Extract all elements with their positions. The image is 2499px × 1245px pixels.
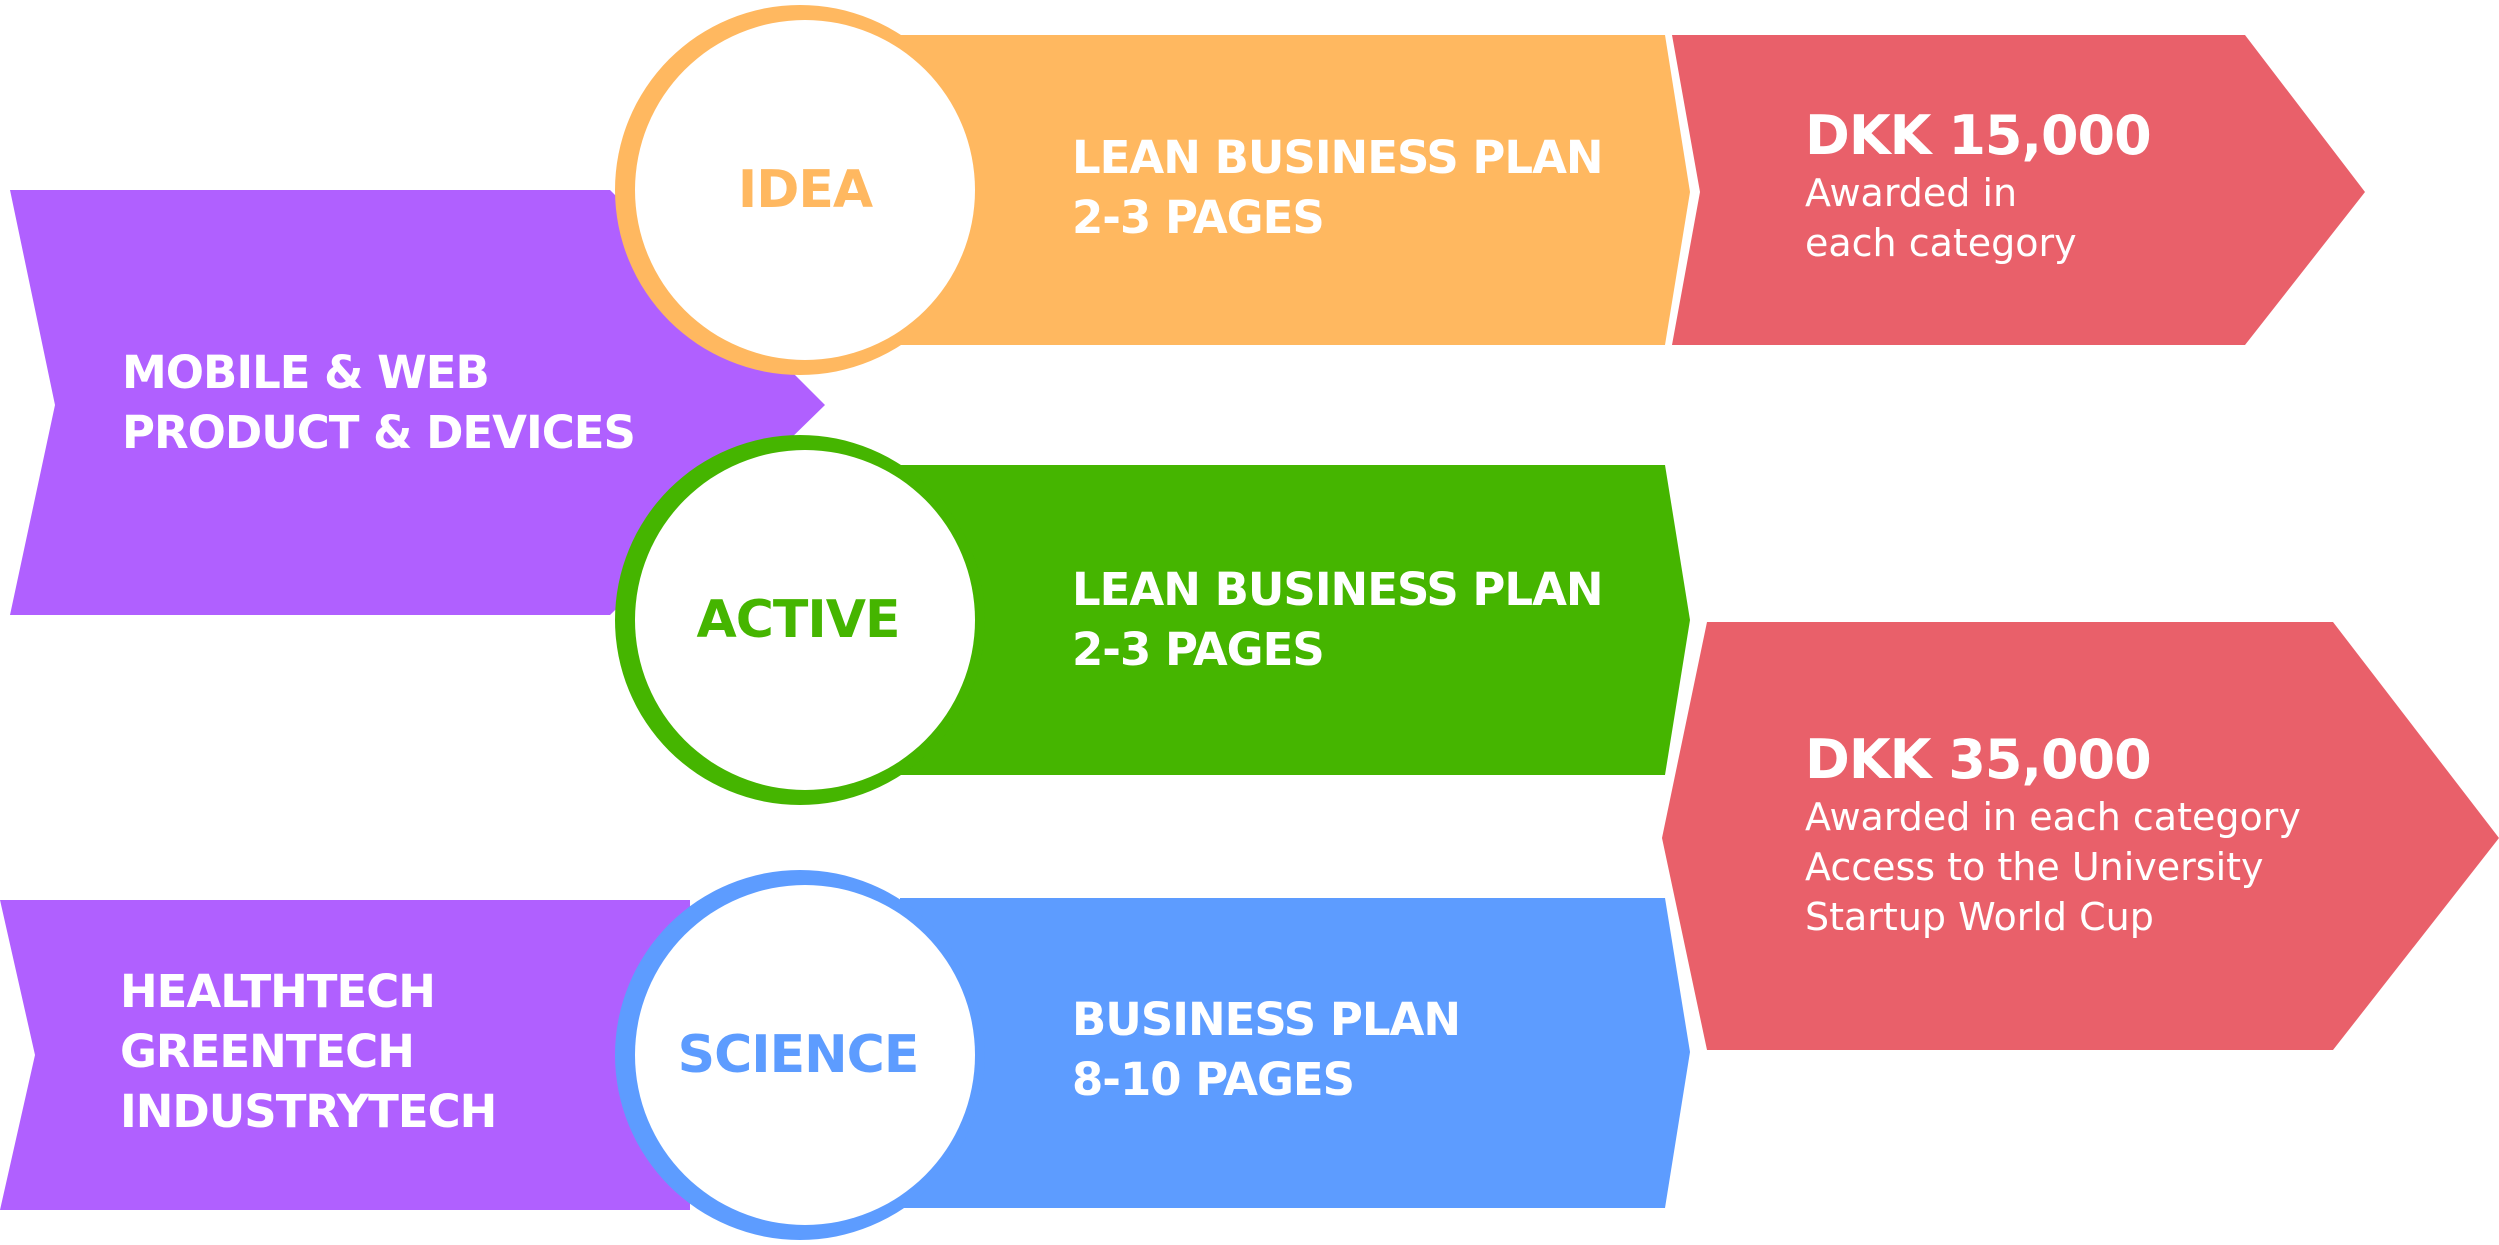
prize-amount: DKK 35,000 (1805, 728, 2152, 791)
plan-line: 2-3 PAGES (1072, 623, 1325, 676)
prize-line: Startup World Cup (1805, 895, 2154, 939)
track-name-science: SCIENCE (677, 1025, 920, 1085)
plan-label-active: LEAN BUSINESS PLAN 2-3 PAGES (1072, 560, 1604, 680)
category-arrow-healthtech (0, 900, 690, 1210)
category-label-mobile-web: MOBILE & WEB PRODUCT & DEVICES (122, 343, 636, 463)
prize-line: Awarded in (1805, 171, 2018, 215)
science-circle (635, 885, 975, 1225)
prize-line: Awarded in each category (1805, 795, 2301, 839)
plan-line: LEAN BUSINESS PLAN (1072, 563, 1604, 616)
category-line: INDUSTRYTECH (120, 1085, 497, 1138)
prize-label-35000: DKK 35,000 Awarded in each category Acce… (1805, 728, 2301, 942)
category-line: GREENTECH (120, 1025, 415, 1078)
prize-line: each category (1805, 221, 2077, 265)
prize-arrow-35000 (1662, 622, 2499, 1050)
plan-line: 8-10 PAGES (1072, 1053, 1355, 1106)
category-line: HEALTHTECH (120, 965, 436, 1018)
prize-label-15000: DKK 15,000 Awarded in each category (1805, 104, 2152, 268)
prize-amount: DKK 15,000 (1805, 104, 2152, 167)
plan-line: 2-3 PAGES (1072, 191, 1325, 244)
idea-circle (635, 20, 975, 360)
track-arrow-science (900, 898, 1690, 1208)
track-name-active: ACTIVE (696, 590, 901, 650)
plan-label-idea: LEAN BUSINESS PLAN 2-3 PAGES (1072, 128, 1604, 248)
track-arrow-idea (900, 35, 1690, 345)
track-name-idea: IDEA (737, 160, 873, 220)
category-line: MOBILE & WEB (122, 346, 490, 399)
prize-arrow-15000 (1672, 35, 2365, 345)
plan-line: BUSINESS PLAN (1072, 993, 1461, 1046)
active-circle (635, 450, 975, 790)
category-arrow-mobile-web (10, 190, 825, 615)
prize-line: Access to the University (1805, 845, 2264, 889)
category-label-healthtech: HEALTHTECH GREENTECH INDUSTRYTECH (120, 962, 497, 1142)
category-line: PRODUCT & DEVICES (122, 406, 636, 459)
plan-label-science: BUSINESS PLAN 8-10 PAGES (1072, 990, 1461, 1110)
track-arrow-active (900, 465, 1690, 775)
plan-line: LEAN BUSINESS PLAN (1072, 131, 1604, 184)
